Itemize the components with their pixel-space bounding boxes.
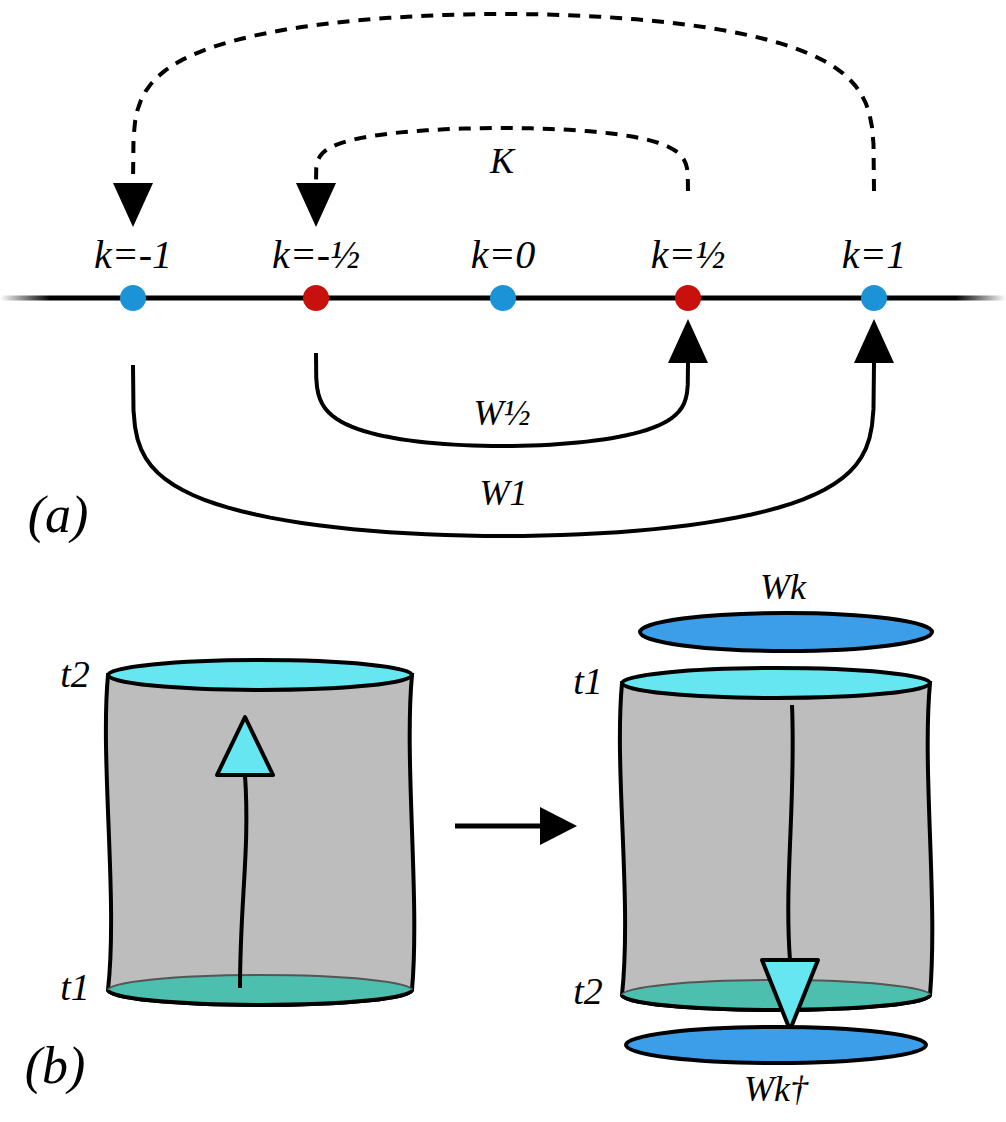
- operator-label: W1: [475, 475, 531, 513]
- time-arrowhead: [762, 960, 818, 1030]
- arrow-line: [133, 363, 874, 536]
- k-label: k=0: [471, 233, 536, 277]
- time-arrowhead: [217, 717, 273, 775]
- cylinder-bottom: [108, 975, 412, 1005]
- transition-arrow: [316, 319, 708, 446]
- time-arrow: [240, 775, 246, 988]
- cylinder-rim: [108, 990, 412, 1005]
- k-dot-circle: [490, 285, 516, 311]
- k-point: k=-½: [272, 233, 360, 313]
- arrow-line: [316, 128, 688, 191]
- figure-label: t1: [60, 967, 90, 1009]
- transition-arrow: [296, 128, 688, 227]
- wk-disc: [640, 613, 932, 651]
- k-point: k=0: [471, 233, 536, 313]
- k-label: k=-1: [94, 233, 172, 277]
- arrowhead: [296, 183, 336, 227]
- k-dot: [859, 283, 889, 313]
- wk-dagger-disc: [626, 1027, 926, 1063]
- k-dot-circle: [675, 285, 701, 311]
- transform-arrowhead: [540, 807, 577, 845]
- k-point: k=1: [842, 233, 907, 313]
- operator-label: W½: [469, 395, 534, 433]
- cylinder-top: [622, 668, 930, 698]
- k-point: k=½: [651, 233, 726, 313]
- cylinder-body: [106, 675, 414, 1005]
- figure-label: Wk†: [744, 1070, 808, 1110]
- k-label: k=-½: [272, 233, 360, 277]
- k-point: k=-1: [94, 233, 172, 313]
- arrow-line: [133, 14, 874, 191]
- figure-label: Wk: [760, 568, 806, 608]
- cylinder-top: [108, 660, 412, 690]
- k-label: k=1: [842, 233, 907, 277]
- cylinder-right: [620, 613, 932, 1063]
- k-label: k=½: [651, 233, 726, 277]
- k-dot: [301, 283, 331, 313]
- panel-label: (a): [28, 486, 89, 543]
- operator-label: K: [486, 143, 518, 181]
- panel-label: (b): [25, 1037, 86, 1094]
- arrow-line: [316, 353, 688, 446]
- figure-label: t1: [573, 661, 603, 703]
- k-dot-circle: [303, 285, 329, 311]
- figure-label: t2: [60, 654, 90, 696]
- transition-arrow: [113, 14, 874, 227]
- arrowhead: [113, 183, 153, 227]
- arrowhead: [854, 319, 894, 363]
- k-dot: [118, 283, 148, 313]
- k-dot-circle: [120, 285, 146, 311]
- cylinder-left: [106, 660, 414, 1005]
- time-arrow: [788, 705, 793, 960]
- k-dot-circle: [861, 285, 887, 311]
- transition-arrow: [133, 319, 894, 536]
- figure-label: t2: [573, 971, 603, 1013]
- k-dot: [488, 283, 518, 313]
- arrowhead: [668, 319, 708, 363]
- transform-arrow: [455, 824, 542, 829]
- k-dot: [673, 283, 703, 313]
